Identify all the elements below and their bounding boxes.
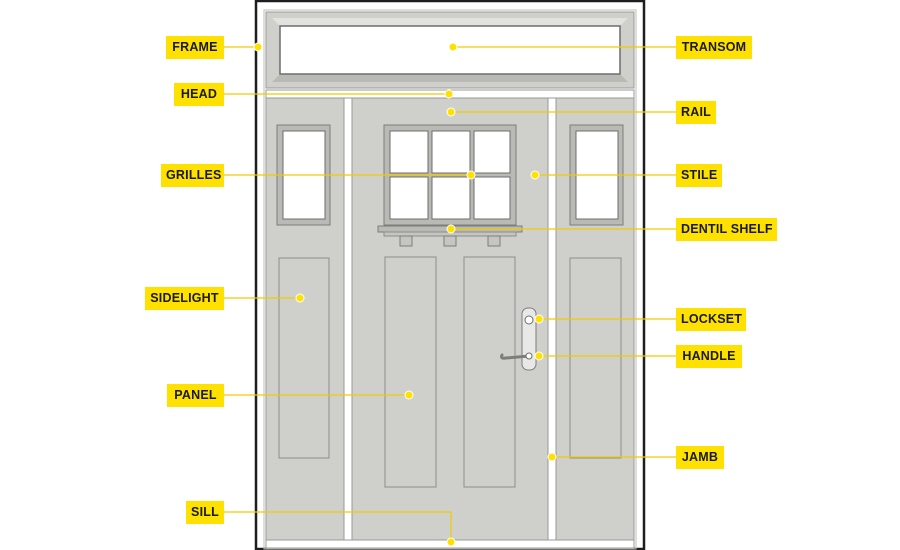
dot-grilles [466, 170, 476, 180]
label-dentil-shelf: DENTIL SHELF [676, 218, 777, 241]
dentil-block-2 [443, 235, 457, 247]
dot-dentil [446, 224, 456, 234]
callout-lines [223, 46, 677, 542]
door-glass-1 [389, 130, 429, 174]
dot-stile [530, 170, 540, 180]
door-glass-2 [431, 130, 471, 174]
label-rail: RAIL [676, 101, 716, 124]
left-sidelight-jamb [343, 97, 353, 541]
door-glass-5 [431, 176, 471, 220]
transom-bevel-bottom [272, 74, 628, 82]
door-panel-left [384, 256, 437, 488]
label-sidelight: SIDELIGHT [145, 287, 224, 310]
dentil-block-3 [487, 235, 501, 247]
handle-lever [500, 353, 531, 360]
door-glass-4 [389, 176, 429, 220]
dot-panel [404, 390, 414, 400]
dot-handle [534, 351, 544, 361]
dot-transom [448, 42, 458, 52]
dot-head [444, 89, 454, 99]
dot-jamb [547, 452, 557, 462]
door-panel-right [463, 256, 516, 488]
left-sidelight-panel [278, 257, 330, 459]
label-panel: PANEL [167, 384, 224, 407]
label-head: HEAD [174, 83, 224, 106]
dot-sidelight [295, 293, 305, 303]
right-sidelight-panel [569, 257, 622, 459]
label-handle: HANDLE [676, 345, 742, 368]
label-jamb: JAMB [676, 446, 724, 469]
label-transom: TRANSOM [676, 36, 752, 59]
label-stile: STILE [676, 164, 722, 187]
transom-bevel [272, 18, 628, 26]
label-frame: FRAME [166, 36, 224, 59]
label-grilles: GRILLES [161, 164, 224, 187]
handle-rose [525, 352, 533, 360]
dot-frame [253, 42, 263, 52]
dot-sill [446, 537, 456, 547]
callout-dots [253, 42, 557, 547]
dot-rail [446, 107, 456, 117]
dentil-block-1 [399, 235, 413, 247]
lockset-plate [521, 307, 537, 371]
door-glass-6 [473, 176, 511, 220]
dot-lockset [534, 314, 544, 324]
label-lockset: LOCKSET [676, 308, 746, 331]
label-sill: SILL [186, 501, 224, 524]
lockset-cylinder [524, 315, 534, 325]
inner-frame-line [263, 9, 637, 550]
callout-line-sill [223, 511, 452, 542]
door-glass-3 [473, 130, 511, 174]
